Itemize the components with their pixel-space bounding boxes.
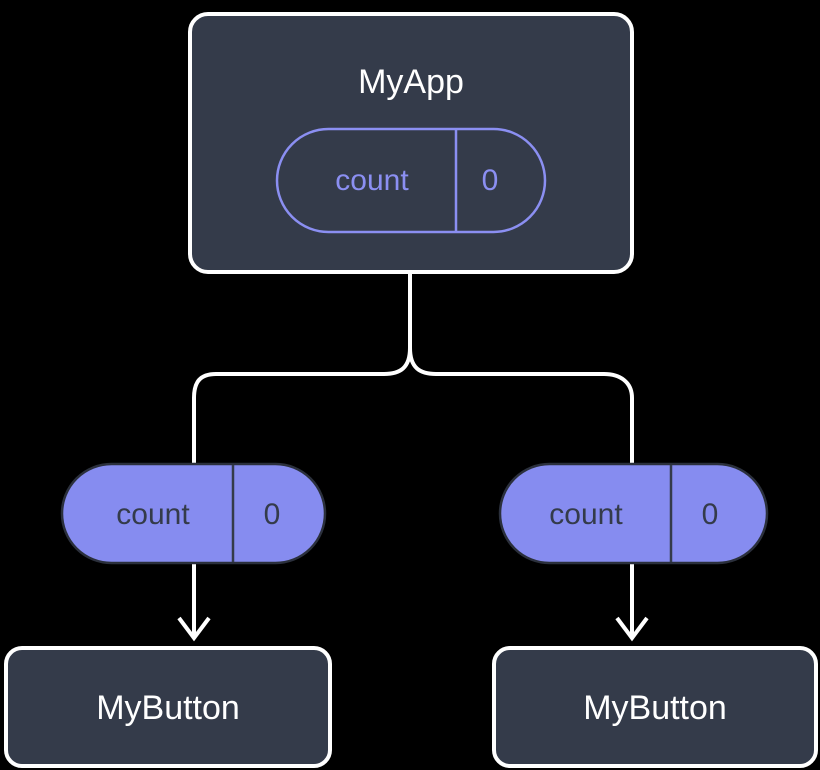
arrow-head-right-icon bbox=[615, 616, 649, 642]
mybutton-right-box[interactable] bbox=[492, 646, 818, 768]
child-left-prop-pill-key: count bbox=[116, 498, 190, 531]
child-right-prop-pill[interactable]: count 0 bbox=[498, 462, 769, 565]
child-left-prop-pill-value: 0 bbox=[264, 498, 281, 531]
node-mybutton-left[interactable]: MyButton bbox=[4, 646, 332, 768]
mybutton-left-box[interactable] bbox=[4, 646, 332, 768]
node-mybutton-right[interactable]: MyButton bbox=[492, 646, 818, 768]
myapp-title: MyApp bbox=[358, 63, 464, 101]
myapp-state-pill-shape[interactable] bbox=[275, 127, 547, 234]
edge-branch-left bbox=[192, 347, 412, 466]
child-right-prop-pill-value: 0 bbox=[702, 498, 719, 531]
myapp-state-pill-value: 0 bbox=[482, 164, 499, 197]
edge-branch-right bbox=[408, 347, 634, 466]
mybutton-left-title: MyButton bbox=[96, 689, 240, 727]
child-left-prop-pill[interactable]: count 0 bbox=[60, 462, 327, 565]
child-left-prop-pill-shape[interactable] bbox=[60, 462, 327, 565]
child-right-prop-pill-shape[interactable] bbox=[498, 462, 769, 565]
myapp-state-pill[interactable]: count 0 bbox=[275, 127, 547, 234]
arrow-head-left-icon bbox=[177, 616, 211, 642]
node-myapp[interactable]: MyApp count 0 bbox=[188, 12, 634, 274]
child-right-prop-pill-key: count bbox=[549, 498, 623, 531]
myapp-state-pill-key: count bbox=[335, 164, 409, 197]
mybutton-right-title: MyButton bbox=[583, 689, 727, 727]
myapp-box[interactable] bbox=[188, 12, 634, 274]
